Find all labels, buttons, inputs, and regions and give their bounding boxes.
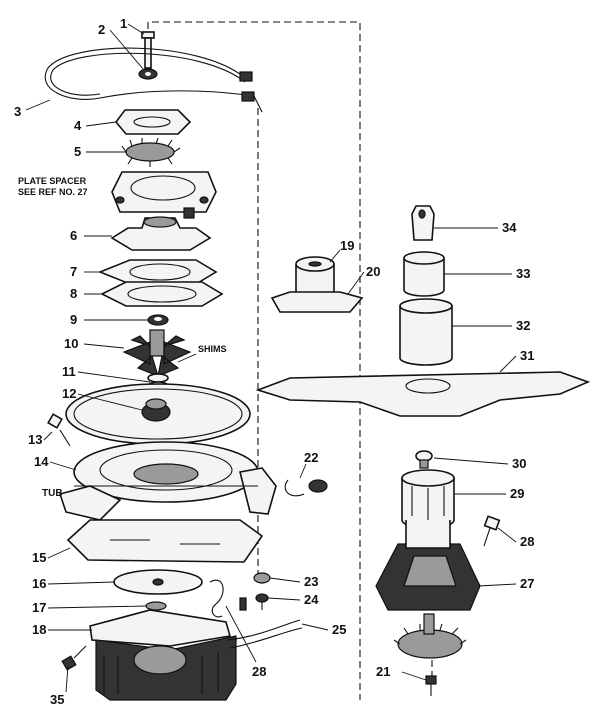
sump-part-14: [58, 441, 277, 521]
label-3: 3: [14, 104, 21, 119]
chopper-gear-part-5: [121, 137, 181, 167]
label-12: 12: [62, 386, 76, 401]
label-28-right: 28: [520, 534, 534, 549]
label-20: 20: [366, 264, 380, 279]
tube-part-33: [403, 251, 445, 297]
label-1: 1: [120, 16, 127, 31]
label-25: 25: [332, 622, 346, 637]
seal-part-9: [147, 314, 169, 326]
screw-part-21: [425, 675, 437, 696]
notes: PLATE SPACER SEE REF NO. 27 SHIMS TUB: [18, 176, 227, 499]
screw-part-13: [47, 413, 71, 447]
bracket-part-20: [270, 291, 364, 313]
plate-part-8: [100, 281, 224, 307]
leader-lines: [25, 23, 517, 693]
pump-housing-part-27: [375, 520, 481, 611]
coupling-part-17: [145, 601, 167, 611]
pan-part-15: [66, 519, 264, 563]
label-9: 9: [70, 312, 77, 327]
hub-part-29: [401, 469, 455, 529]
label-4: 4: [74, 118, 82, 133]
label-15: 15: [32, 550, 46, 565]
label-2: 2: [98, 22, 105, 37]
label-17: 17: [32, 600, 46, 615]
label-30: 30: [512, 456, 526, 471]
label-33: 33: [516, 266, 530, 281]
gear-part-27-lower: [393, 613, 467, 659]
tube-part-32: [399, 298, 453, 366]
label-19: 19: [340, 238, 354, 253]
baffle-part-16: [113, 569, 203, 595]
clamp-part-22: [284, 479, 328, 497]
screw-part-28-right: [483, 515, 501, 547]
gasket-part-7: [97, 259, 218, 285]
label-24: 24: [304, 592, 319, 607]
note-plate-spacer-line1: PLATE SPACER: [18, 176, 87, 186]
label-10: 10: [64, 336, 78, 351]
label-21: 21: [376, 664, 390, 679]
label-7: 7: [70, 264, 77, 279]
part-labels: 1 2 3 4 5 6 7 8 9 10 11 12 13 14 15 16 1…: [14, 16, 534, 707]
label-35: 35: [50, 692, 64, 707]
label-31: 31: [520, 348, 534, 363]
label-16: 16: [32, 576, 46, 591]
ring-plate-part-12: [65, 383, 251, 445]
screw-part-35: [61, 645, 87, 671]
motor-part-18: [89, 609, 303, 701]
spray-arm-part-31: [255, 371, 591, 417]
grommet-part-23: [253, 572, 271, 584]
label-32: 32: [516, 318, 530, 333]
housing-part-6: [110, 216, 212, 251]
label-5: 5: [74, 144, 81, 159]
label-18: 18: [32, 622, 46, 637]
note-shims: SHIMS: [198, 344, 227, 354]
wire-harness-part-3: [44, 47, 263, 113]
label-8: 8: [70, 286, 77, 301]
cap-part-30: [415, 450, 433, 469]
clip-part-28-lower: [209, 579, 247, 618]
label-27: 27: [520, 576, 534, 591]
label-22: 22: [304, 450, 318, 465]
plate-spacer: [111, 171, 217, 219]
screw-part-24: [255, 593, 269, 610]
label-23: 23: [304, 574, 318, 589]
washer-part-2: [138, 68, 158, 80]
note-tub: TUB: [42, 488, 63, 499]
impeller-cap-part-4: [114, 109, 192, 135]
label-14: 14: [34, 454, 49, 469]
bolt-part-1: [141, 31, 155, 69]
note-plate-spacer-line2: SEE REF NO. 27: [18, 187, 88, 197]
label-11: 11: [62, 364, 76, 379]
label-34: 34: [502, 220, 517, 235]
impeller-part-10: [122, 329, 192, 378]
nozzle-part-34: [411, 205, 435, 241]
label-6: 6: [70, 228, 77, 243]
label-28-lower: 28: [252, 664, 266, 679]
label-13: 13: [28, 432, 42, 447]
label-29: 29: [510, 486, 524, 501]
